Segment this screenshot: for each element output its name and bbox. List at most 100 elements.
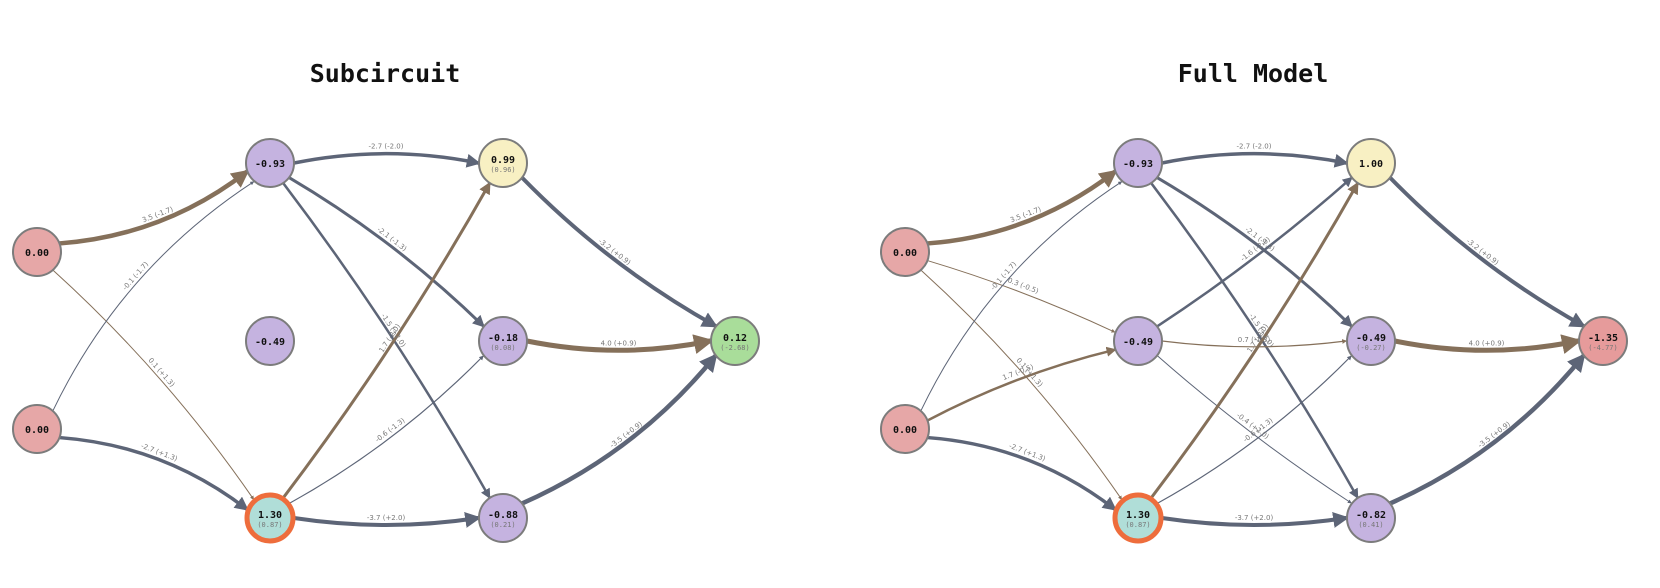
- node-value: -0.49: [255, 337, 285, 348]
- node-circle: [1578, 316, 1628, 366]
- edge-h_mid-to-r_mid: [1161, 339, 1347, 348]
- subcircuit-panel: Subcircuit 3.5 (-1.7)0.1 (+1.3)-0.1 (-1.7…: [12, 59, 760, 544]
- edge-h_top-to-r_bot: [1149, 181, 1359, 499]
- node-value: 0.00: [893, 425, 917, 436]
- edge-r_mid-to-out: [1392, 334, 1582, 354]
- edge-in1-to-h_sel: [920, 269, 1123, 500]
- node-value: 0.00: [25, 425, 49, 436]
- node-value: -0.93: [1123, 159, 1153, 170]
- node-circle: [1346, 493, 1396, 543]
- node-value: 1.30: [258, 510, 282, 521]
- node-h_mid[interactable]: -0.49: [1113, 316, 1163, 366]
- node-value: -0.49: [1123, 337, 1153, 348]
- node-circle: [1113, 138, 1163, 188]
- edge-weight-label: -0.1 (-1.7): [121, 260, 150, 292]
- node-in1[interactable]: 0.00: [880, 227, 930, 277]
- full-model-panel: Full Model 3.5 (-1.7)0.3 (-0.5)0.1 (+1.3)…: [880, 59, 1628, 544]
- nodes-layer: 0.000.00-0.93-0.491.30(0.87)1.00-0.49(-0…: [880, 138, 1628, 544]
- edge-r_top-to-out: [1388, 175, 1586, 328]
- nodes-layer: 0.00 0.00 -0.93 -0.49 1.30(0.87) 0.99(0.96) -0…: [12, 138, 760, 544]
- edge-in2-to-h_top: [920, 181, 1123, 412]
- edge-in2-to-h_sel: [57, 435, 249, 511]
- edge-weight-label: -0.1 (-1.7): [989, 260, 1018, 292]
- node-r_top[interactable]: 1.00: [1346, 138, 1396, 188]
- node-in2[interactable]: 0.00: [880, 404, 930, 454]
- node-sub-value: (-2.68): [720, 344, 750, 352]
- node-sub-value: (-0.27): [1356, 344, 1386, 352]
- edge-h_top-to-r_bot: [281, 181, 491, 499]
- node-circle: [245, 138, 295, 188]
- node-sub-value: (0.08): [490, 344, 515, 352]
- node-circle: [12, 227, 62, 277]
- node-circle: [245, 316, 295, 366]
- node-value: 1.00: [1359, 159, 1383, 170]
- node-value: 0.99: [491, 155, 515, 166]
- edge-h_sel-to-r_top: [281, 181, 491, 500]
- edge-in2-to-h_top: [52, 181, 255, 412]
- edge-in2-to-h_mid: [926, 346, 1117, 422]
- edge-weight-label: 4.0 (+0.9): [1469, 339, 1505, 347]
- panel-title: Subcircuit: [310, 59, 461, 88]
- node-sub-value: (0.41): [1358, 521, 1383, 529]
- edge-r_mid-to-out: [524, 334, 714, 354]
- node-value: -0.93: [255, 159, 285, 170]
- edge-h_top-to-r_top: [1160, 151, 1349, 168]
- node-r_mid[interactable]: -0.18(0.08): [478, 316, 528, 366]
- node-circle: [880, 404, 930, 454]
- edge-r_bot-to-out: [519, 353, 718, 506]
- edge-labels-layer: 3.5 (-1.7)0.3 (-0.5)0.1 (+1.3)-0.1 (-1.7…: [989, 143, 1512, 522]
- node-in2[interactable]: 0.00: [12, 404, 62, 454]
- edge-h_sel-to-r_mid: [288, 355, 484, 505]
- node-r_mid[interactable]: -0.49(-0.27): [1346, 316, 1396, 366]
- edge-weight-label: -2.7 (-2.0): [368, 143, 403, 151]
- node-h_mid[interactable]: -0.49: [245, 316, 295, 366]
- node-r_bot[interactable]: -0.82(0.41): [1346, 493, 1396, 543]
- node-h_sel[interactable]: 1.30(0.87): [244, 492, 296, 544]
- node-circle: [880, 227, 930, 277]
- edge-h_mid-to-r_top: [1155, 176, 1353, 328]
- node-value: -0.49: [1356, 333, 1386, 344]
- edge-weight-label: -3.7 (+2.0): [1235, 514, 1274, 522]
- edges-layer: [52, 151, 718, 528]
- node-sub-value: (0.21): [490, 521, 515, 529]
- edge-in2-to-h_sel: [925, 435, 1117, 511]
- node-circle: [1112, 492, 1164, 544]
- node-value: -0.18: [488, 333, 518, 344]
- edge-labels-layer: 3.5 (-1.7)0.1 (+1.3)-0.1 (-1.7)-2.7 (+1.…: [121, 143, 644, 522]
- edge-r_bot-to-out: [1387, 353, 1586, 506]
- edge-h_sel-to-r_mid: [1156, 355, 1352, 505]
- node-circle: [1346, 138, 1396, 188]
- edge-in1-to-h_sel: [52, 269, 255, 500]
- edge-in1-to-h_mid: [926, 260, 1116, 333]
- edge-r_top-to-out: [520, 175, 718, 328]
- node-sub-value: (0.87): [257, 521, 282, 529]
- node-circle: [710, 316, 760, 366]
- node-value: 0.00: [25, 248, 49, 259]
- node-r_top[interactable]: 0.99(0.96): [478, 138, 528, 188]
- node-h_top[interactable]: -0.93: [1113, 138, 1163, 188]
- node-value: 1.30: [1126, 510, 1150, 521]
- node-h_sel[interactable]: 1.30(0.87): [1112, 492, 1164, 544]
- node-out[interactable]: 0.12(-2.68): [710, 316, 760, 366]
- edge-in1-to-h_top: [925, 169, 1118, 246]
- edge-h_sel-to-r_bot: [292, 512, 482, 528]
- node-circle: [244, 492, 296, 544]
- edge-weight-label: -0.6 (-1.3): [374, 416, 407, 444]
- node-sub-value: (0.96): [490, 166, 515, 174]
- node-in1[interactable]: 0.00: [12, 227, 62, 277]
- node-h_top[interactable]: -0.93: [245, 138, 295, 188]
- edge-weight-label: 4.0 (+0.9): [601, 339, 637, 347]
- edge-h_top-to-r_top: [292, 151, 481, 168]
- edges-layer: [920, 151, 1586, 528]
- panel-title: Full Model: [1178, 59, 1329, 88]
- edge-weight-label: -2.7 (-2.0): [1236, 143, 1271, 151]
- edge-h_sel-to-r_top: [1149, 181, 1359, 500]
- edge-h_mid-to-r_bot: [1156, 355, 1352, 504]
- edge-weight-label: 0.7 (-1.3): [1238, 336, 1271, 344]
- node-value: 0.12: [723, 333, 747, 344]
- node-out[interactable]: -1.35(-4.77): [1578, 316, 1628, 366]
- node-circle: [478, 138, 528, 188]
- node-circle: [12, 404, 62, 454]
- node-r_bot[interactable]: -0.88(0.21): [478, 493, 528, 543]
